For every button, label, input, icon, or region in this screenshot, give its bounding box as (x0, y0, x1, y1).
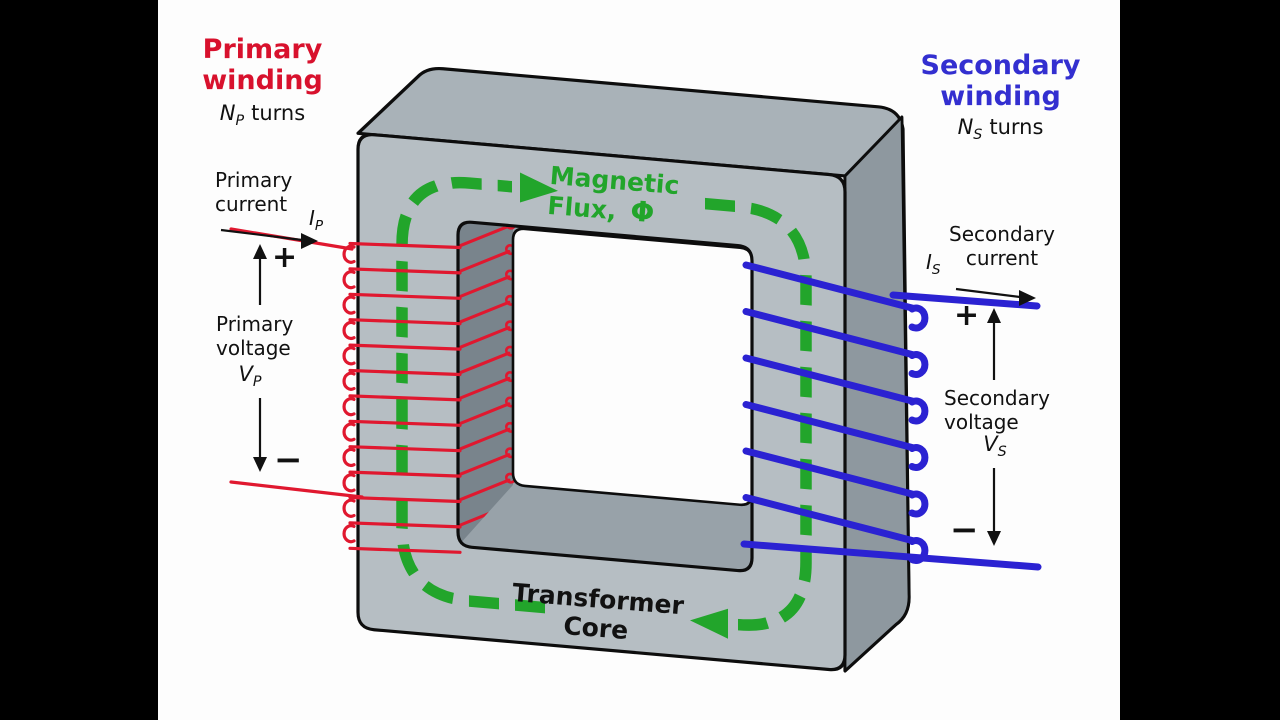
primary-plus-sign: + (272, 240, 298, 275)
secondary-current-symbol: IS (926, 250, 941, 278)
core-front-face (356, 133, 847, 672)
primary-current-symbol: IP (309, 206, 324, 234)
magnetic-flux-label: Magnetic Flux,Φ (546, 161, 681, 229)
secondary-current-arrow (955, 287, 1036, 306)
primary-winding-wires (342, 241, 462, 554)
secondary-winding-wires (742, 261, 929, 564)
transformer-core-graphic (229, 66, 1042, 673)
secondary-voltage-symbol: VS (983, 432, 1007, 461)
primary-voltage-symbol: VP (238, 362, 262, 391)
core-window-opening (511, 227, 754, 507)
primary-voltage-arrow (253, 244, 267, 472)
core-window-left-wall (458, 221, 513, 547)
secondary-lead-bottom (740, 540, 1042, 571)
primary-minus-sign: − (274, 440, 303, 480)
flux-arrow-left-icon (690, 608, 728, 639)
secondary-lead-top (889, 291, 1041, 310)
secondary-minus-sign: − (950, 510, 979, 550)
secondary-plus-sign: + (954, 298, 980, 333)
primary-current-arrow (220, 228, 318, 249)
secondary-voltage-arrow (987, 308, 1001, 546)
primary-lead-bottom (229, 480, 364, 499)
flux-arrow-right-icon (520, 172, 558, 203)
